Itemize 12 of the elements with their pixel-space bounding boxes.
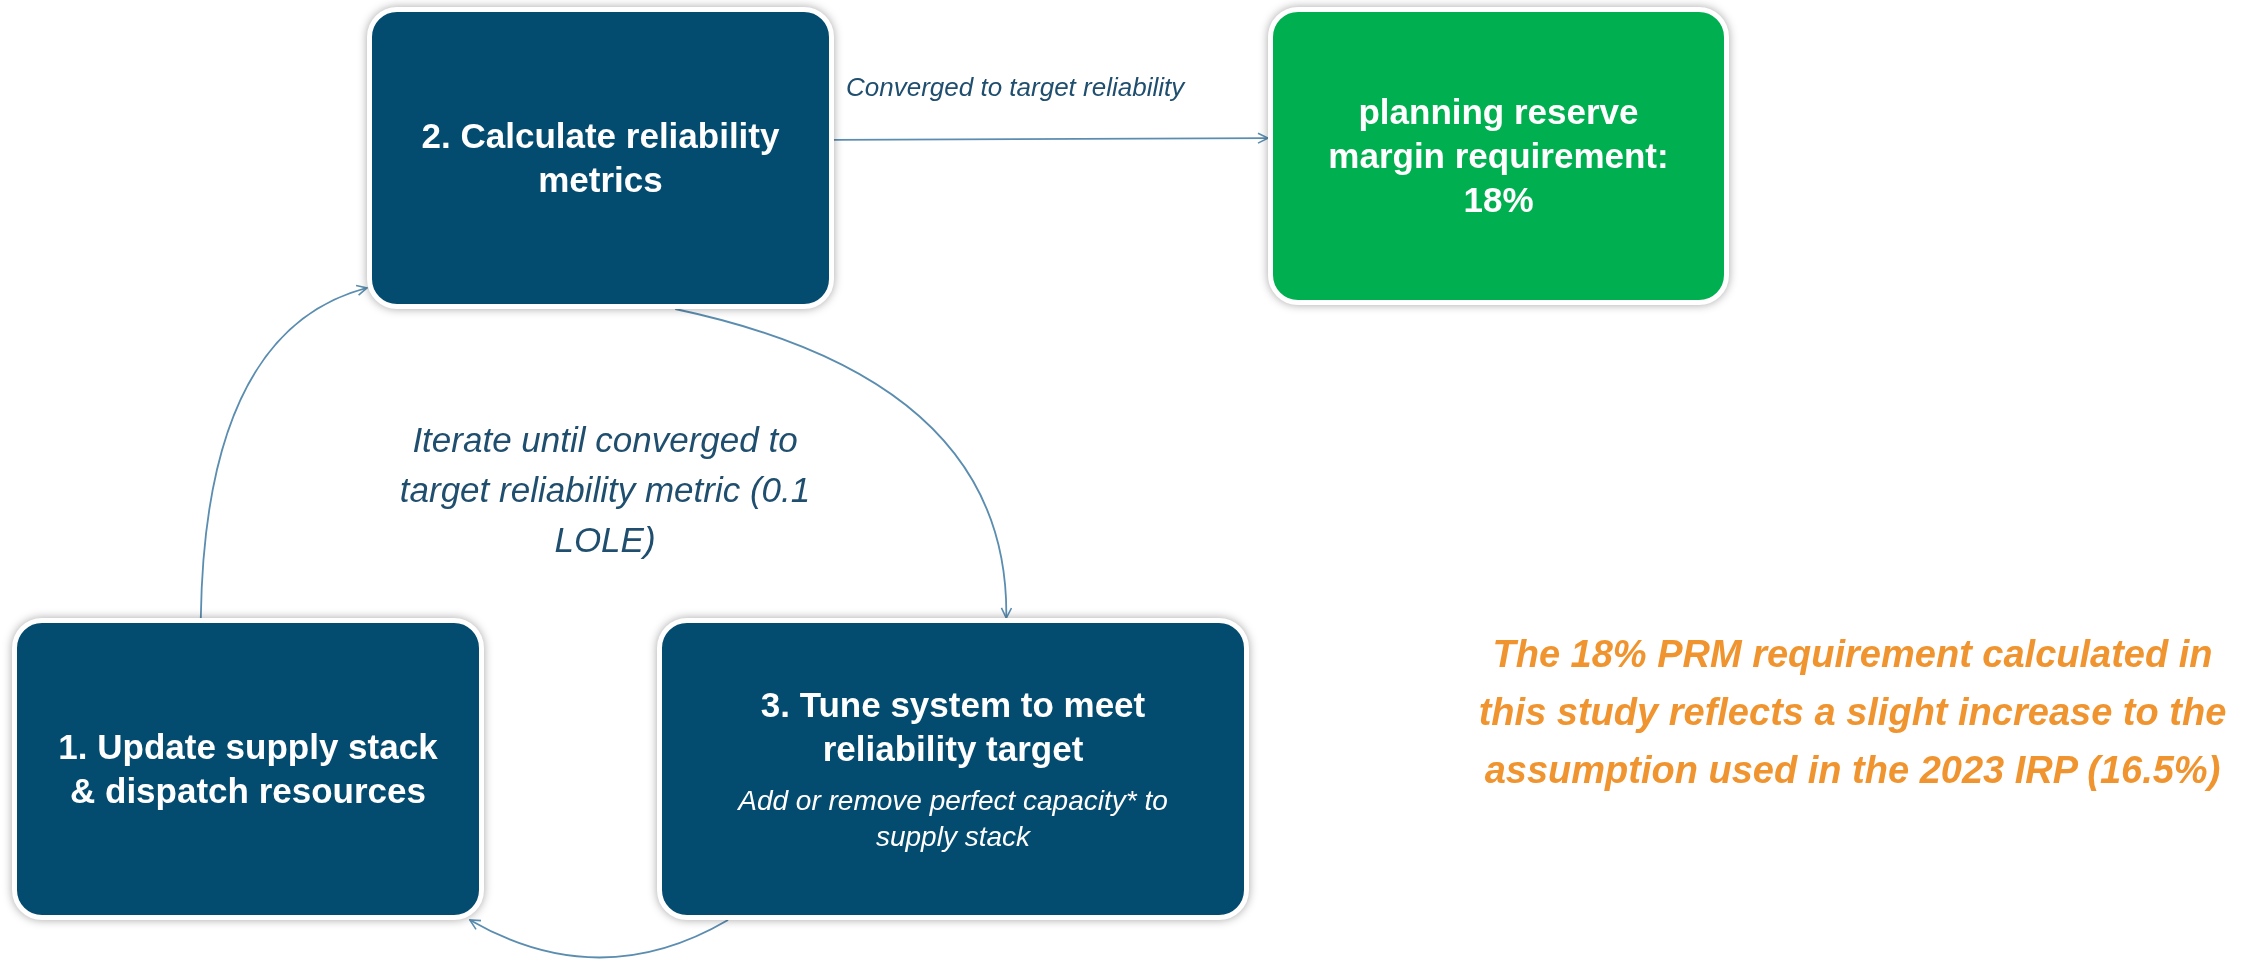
edge-label: Converged to target reliability — [846, 70, 1187, 104]
loop-note: Iterate until converged to target reliability metric (0.1 LOLE) — [398, 419, 812, 561]
box-title: planning reserve margin requirement: 18% — [1327, 91, 1670, 221]
conclusion-note: The 18% PRM requirement calculated in this study reflects a slight increase to the assumption used in the 2023 IRP (16.5%) — [1477, 632, 2228, 793]
box-note: Add or remove perfect capacity* to supply stack — [736, 784, 1169, 854]
box-title: 2. Calculate reliability metrics — [420, 115, 781, 201]
arrow — [674, 308, 1012, 619]
box-title: 1. Update supply stack & dispatch resources — [57, 726, 439, 812]
arrow — [199, 285, 368, 619]
arrow — [468, 919, 729, 959]
arrow — [833, 132, 1269, 144]
box-title: 3. Tune system to meet reliability target — [759, 684, 1147, 770]
